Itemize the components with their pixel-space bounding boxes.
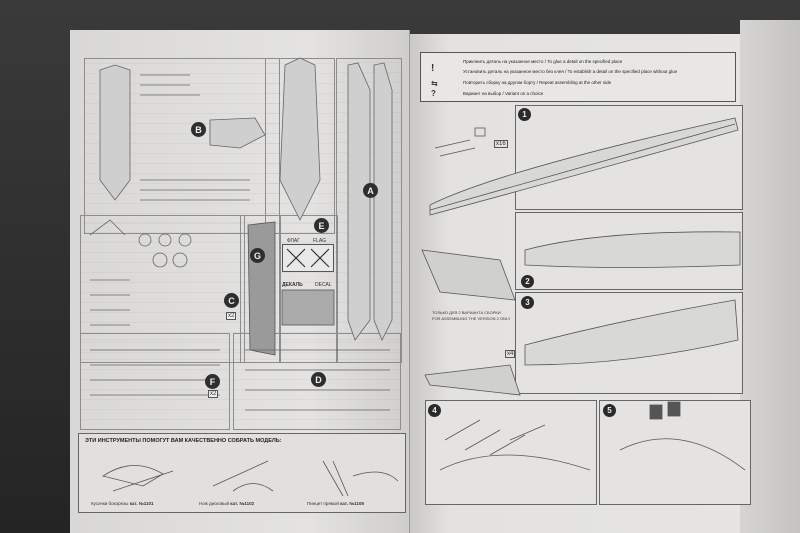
sprue-c-multiplier: x2 [226, 312, 237, 320]
sprue-label-c: C [224, 293, 239, 308]
multiplier-x4: x4 [505, 350, 516, 358]
parts-map-page: A B C D E F G x2 x2 ФЛАГ FLAG ДЕКАЛЬ DEC… [70, 30, 410, 533]
step-5-number: 5 [603, 404, 616, 417]
step-5-box [599, 400, 751, 505]
step-1-number: 1 [518, 108, 531, 121]
step-2-number: 2 [521, 275, 534, 288]
sprue-label-d: D [311, 372, 326, 387]
glue-icon: ! [431, 63, 435, 74]
variant-note-ru: ТОЛЬКО ДЛЯ 2 ВАРИАНТА СБОРКИ [432, 310, 501, 315]
flag-label-ru: ФЛАГ [287, 238, 300, 244]
sprue-label-f: F [205, 374, 220, 389]
tool-label-tweezers: Пинцет прямой кат. №1105 [307, 501, 364, 506]
multiplier-x16: x16 [494, 140, 508, 148]
step-3-box [515, 292, 743, 394]
sprue-e [280, 215, 338, 363]
decal-label-ru: ДЕКАЛЬ [282, 282, 303, 288]
legend-row-no-glue: Установить деталь на указанное место без… [463, 69, 678, 74]
step-2-box [515, 212, 743, 290]
tools-title: ЭТИ ИНСТРУМЕНТЫ ПОМОГУТ ВАМ КАЧЕСТВЕННО … [85, 438, 282, 444]
sprue-label-g: G [250, 248, 265, 263]
sprue-f-multiplier: x2 [208, 390, 219, 398]
legend-row-glue: Приклеить деталь на указанное место / To… [463, 59, 623, 64]
step-1-box [515, 105, 743, 210]
tool-label-cutters: Кусачки бокорезы кат. №1101 [91, 501, 154, 506]
flag-box: ФЛАГ FLAG [282, 238, 334, 272]
step-4-box [425, 400, 597, 505]
parts-drawing [89, 57, 393, 411]
tools-drawing [102, 460, 399, 497]
legend-row-repeat: Повторить сборку на другом борту / Repea… [463, 80, 612, 85]
variant-icon: ? [431, 89, 436, 98]
tools-box: ЭТИ ИНСТРУМЕНТЫ ПОМОГУТ ВАМ КАЧЕСТВЕННО … [78, 433, 406, 513]
sprue-label-a: A [363, 183, 378, 198]
sprue-c [80, 215, 245, 363]
step-4-number: 4 [428, 404, 441, 417]
decal-label-en: DECAL [315, 282, 332, 288]
sprue-label-e: E [314, 218, 329, 233]
tool-label-knife: Нож дисковый кат. №1102 [199, 501, 255, 506]
variant-note-en: FOR ASSEMBLING THE VERSION 2 ONLY [432, 316, 511, 321]
sprue-label-b: B [191, 122, 206, 137]
flag-label-en: FLAG [313, 238, 327, 244]
step-3-number: 3 [521, 296, 534, 309]
legend-row-variant: Вариант на выбор / Variant on a choice [463, 91, 544, 96]
legend-box: ! ⇆ ? Приклеить деталь на указанное мест… [420, 52, 736, 102]
repeat-icon: ⇆ [431, 79, 438, 88]
